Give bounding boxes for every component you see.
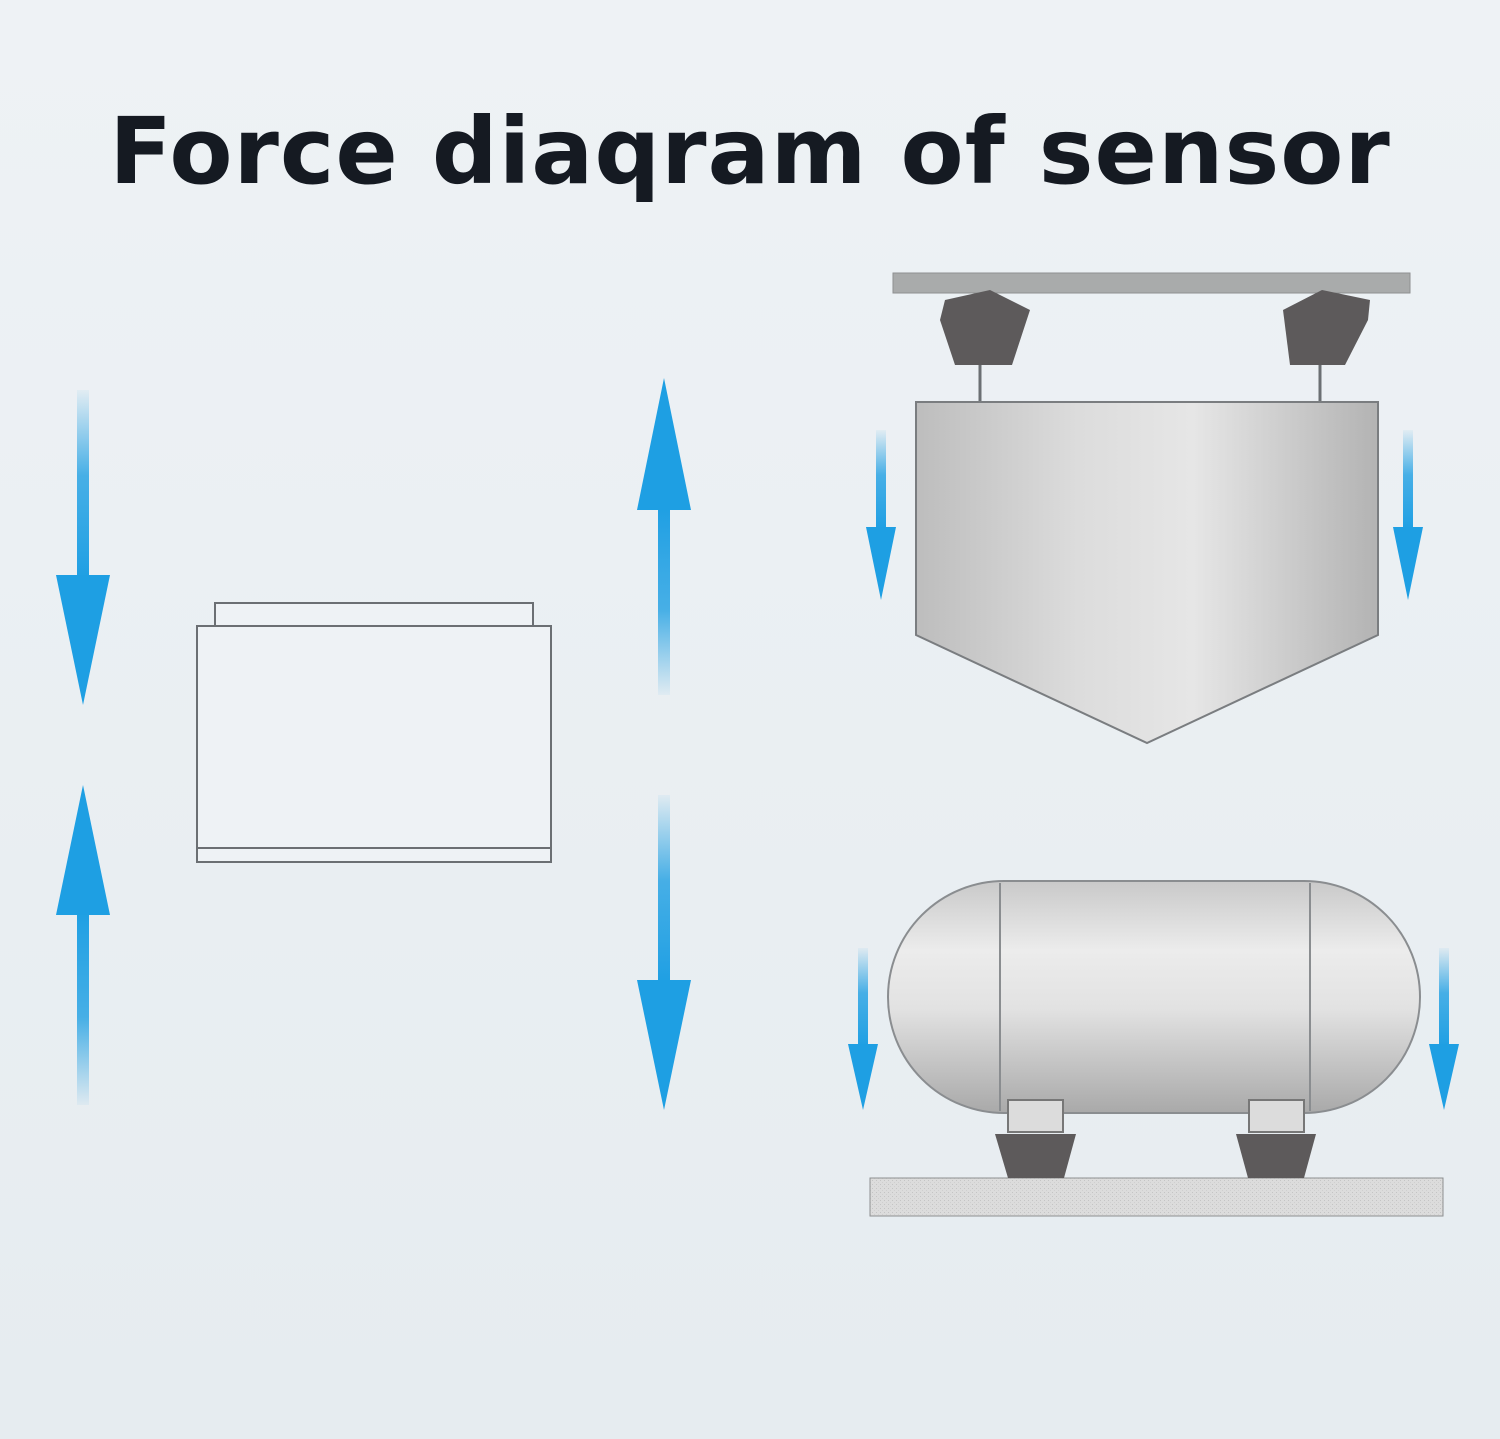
arrow-down-hopper-right xyxy=(1393,430,1423,600)
hanging-sensor-left xyxy=(940,290,1030,402)
tank-on-sensors-icon xyxy=(848,880,1459,1217)
arrow-down-hopper-left xyxy=(866,430,896,600)
load-cell-icon xyxy=(196,602,552,863)
compression-arrows xyxy=(56,390,110,1105)
support-sensor-right xyxy=(1236,1099,1316,1178)
tank-body xyxy=(887,880,1421,1114)
arrow-down-tank-left xyxy=(848,948,878,1110)
arrow-down-middle xyxy=(637,795,691,1110)
arrow-down-left xyxy=(56,390,110,705)
arrow-down-tank-right xyxy=(1429,948,1459,1110)
page-title: Force diaqram of sensor xyxy=(109,98,1391,205)
arrow-up-middle xyxy=(637,378,691,695)
tension-arrows xyxy=(637,378,691,1110)
arrow-up-left xyxy=(56,785,110,1105)
hanging-sensor-right xyxy=(1283,290,1370,402)
support-sensor-left xyxy=(995,1099,1076,1178)
suspended-hopper-icon xyxy=(866,272,1423,745)
